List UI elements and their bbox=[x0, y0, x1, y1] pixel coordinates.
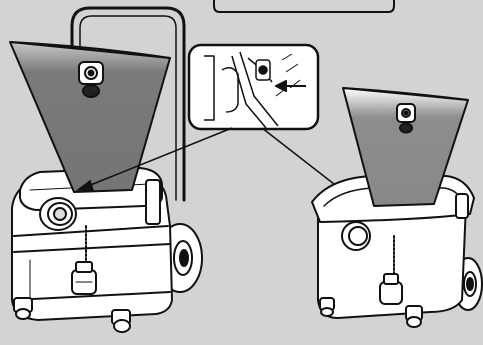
detail-zoom-box bbox=[189, 45, 318, 129]
vacuum-hose-port bbox=[40, 198, 76, 230]
vacuum-right-hose-port bbox=[342, 222, 370, 250]
previous-figure-frame bbox=[214, 0, 394, 12]
bag-collar-left bbox=[79, 62, 103, 97]
bag-collar-right bbox=[397, 104, 415, 133]
